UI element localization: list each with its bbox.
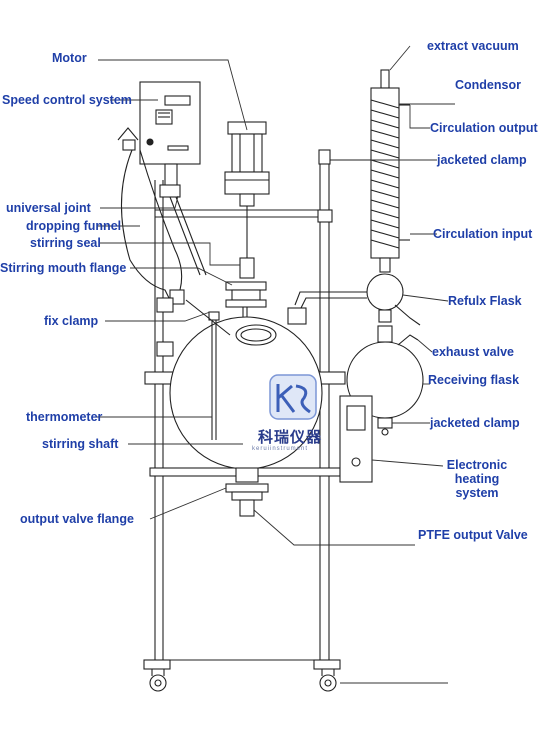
leader-lines (96, 45, 455, 684)
universal-joint (159, 184, 207, 276)
reactor-vessel (169, 311, 323, 517)
label-speed-control: Speed control system (2, 93, 132, 107)
label-reflux-flask: Refulx Flask (448, 294, 522, 308)
label-jacketed-clamp-top: jacketed clamp (437, 153, 527, 167)
condensor (370, 69, 410, 273)
jacketed-clamp-lower-frame (317, 209, 333, 223)
label-exhaust-valve: exhaust valve (432, 345, 514, 359)
label-jacketed-clamp-bottom: jacketed clamp (430, 416, 520, 430)
logo-english-text: keruiinstrument (252, 446, 309, 452)
reflux-flask (287, 273, 421, 326)
speed-control-box (139, 81, 201, 193)
label-motor: Motor (52, 51, 87, 65)
label-stirring-shaft: stirring shaft (42, 437, 119, 451)
label-condensor: Condensor (455, 78, 521, 92)
label-circulation-output: Circulation output (430, 121, 538, 135)
label-receiving-flask: Receiving flask (428, 373, 520, 387)
label-electronic-heating: Electronic heating system (446, 458, 508, 500)
label-fix-clamp: fix clamp (44, 314, 99, 328)
label-stirring-mouth-flange: Stirring mouth flange (0, 261, 127, 275)
brand-logo (269, 374, 317, 420)
logo-chinese-text: 科瑞仪器 (258, 428, 323, 446)
label-ptfe-output-valve: PTFE output Valve (418, 528, 528, 542)
electronic-heating-box (339, 395, 373, 483)
label-extract-vacuum: extract vacuum (427, 39, 519, 53)
label-stirring-seal: stirring seal (30, 236, 101, 250)
right-wheel (313, 659, 341, 692)
label-output-valve-flange: output valve flange (20, 512, 134, 526)
dropping-funnel (117, 127, 231, 336)
label-universal-joint: universal joint (6, 201, 91, 215)
fix-clamp (156, 297, 174, 357)
left-wheel (143, 659, 171, 692)
label-dropping-funnel: dropping funnel (26, 219, 122, 233)
label-circulation-input: Circulation input (433, 227, 533, 241)
label-thermometer: thermometer (26, 410, 103, 424)
motor (224, 121, 270, 260)
